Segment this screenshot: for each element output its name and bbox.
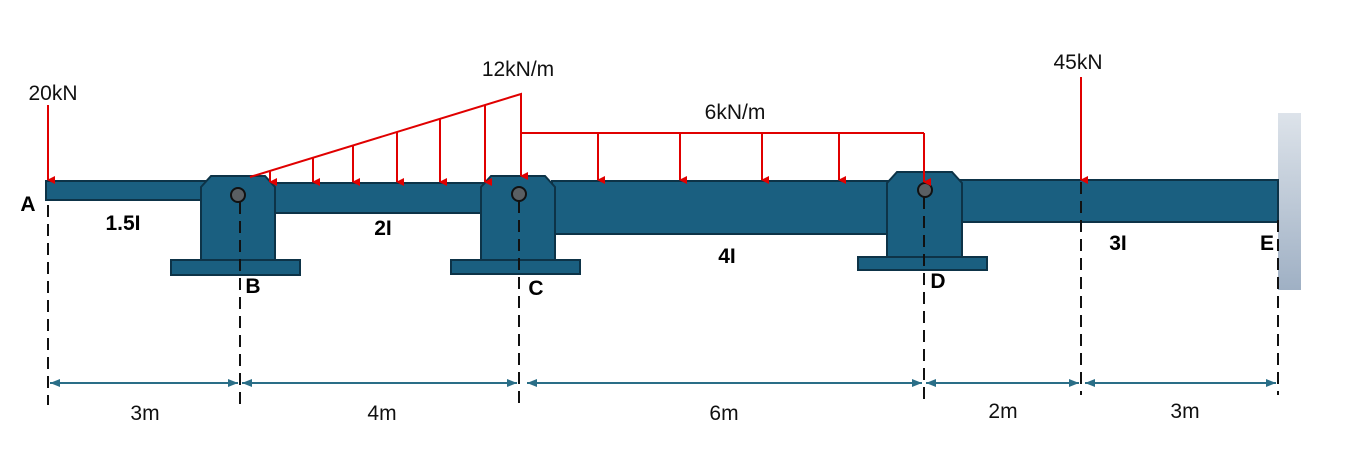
inertia-label-bc: 2I xyxy=(374,217,392,240)
span-label-bc: 4m xyxy=(367,402,396,425)
span-label-ab: 3m xyxy=(130,402,159,425)
support-b xyxy=(170,175,301,276)
beam-segment-bc xyxy=(269,182,487,214)
dashed-reference-lines xyxy=(47,182,1279,405)
span-label-load-e: 3m xyxy=(1170,400,1199,423)
beam-segment-de xyxy=(957,179,1279,223)
inertia-label-de: 3I xyxy=(1109,232,1127,255)
point-label-c: C xyxy=(528,277,543,300)
point-label-e: E xyxy=(1260,232,1274,255)
point-label-d: D xyxy=(930,270,945,293)
support-c xyxy=(450,175,581,275)
beam-segment-ab xyxy=(45,180,209,201)
support-d xyxy=(857,171,988,271)
triangular-distributed-load xyxy=(249,92,528,186)
point-load-a-label: 20kN xyxy=(28,82,77,105)
uniform-load-label: 6kN/m xyxy=(705,101,766,124)
uniform-distributed-load xyxy=(521,132,931,186)
point-label-a: A xyxy=(20,193,35,216)
inertia-label-cd: 4I xyxy=(718,245,736,268)
triangular-load-label: 12kN/m xyxy=(482,58,554,81)
beam-segment-cd xyxy=(551,180,893,235)
span-label-d-load: 2m xyxy=(988,400,1017,423)
span-label-cd: 6m xyxy=(709,402,738,425)
point-load-e-label: 45kN xyxy=(1053,51,1102,74)
inertia-label-ab: 1.5I xyxy=(105,212,140,235)
fixed-wall-support xyxy=(1278,113,1301,290)
point-label-b: B xyxy=(245,275,260,298)
